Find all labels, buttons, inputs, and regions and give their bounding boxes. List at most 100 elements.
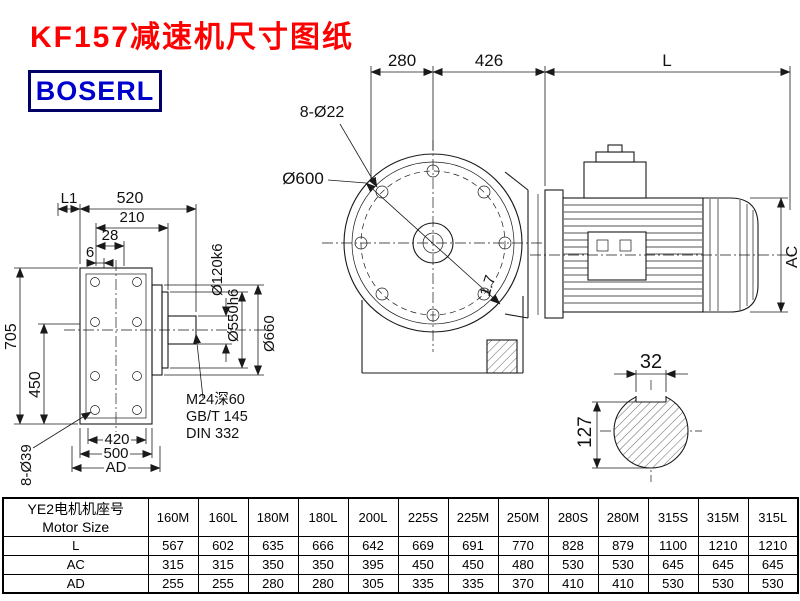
terminal-box (583, 161, 647, 199)
dim-520-label: 520 (117, 190, 144, 207)
output-shaft-section: 32 127 (575, 351, 702, 482)
dim-L-label: L (662, 51, 671, 70)
mounting-foot-section (486, 339, 518, 374)
column-header: 280M (597, 497, 649, 537)
table-cell: 530 (697, 573, 749, 594)
table-cell: 450 (397, 554, 449, 575)
table-cell: 335 (397, 573, 449, 594)
table-cell: 410 (547, 573, 599, 594)
header-en: Motor Size (42, 519, 110, 536)
front-view: Ø600 8-Ø22 1.7 (282, 104, 544, 374)
table-cell: 567 (147, 535, 199, 556)
dim-420-label: 420 (104, 431, 129, 448)
dim-426-label: 426 (475, 51, 503, 70)
table-cell: 280 (247, 573, 299, 594)
dim-L1-label: L1 (61, 190, 78, 207)
note-tap-label: M24深60 (186, 391, 245, 408)
table-cell: 305 (347, 573, 399, 594)
side-view: L1 520 210 28 6 Ø120k6 Ø550h6 (3, 190, 278, 486)
dim-6-label: 6 (86, 244, 94, 261)
dim-500-label: 500 (103, 445, 128, 462)
note-gb-label: GB/T 145 (186, 409, 248, 425)
table-cell: 645 (647, 554, 699, 575)
brand-logo: BOSERL (28, 70, 162, 112)
column-header: 200L (347, 497, 399, 537)
top-dimension-chain: 280 426 L (370, 51, 791, 210)
table-cell: 642 (347, 535, 399, 556)
table-cell: 1210 (697, 535, 749, 556)
table-cell: 770 (497, 535, 549, 556)
table-cell: 280 (297, 573, 349, 594)
table-cell: 645 (697, 554, 749, 575)
table-cell: 669 (397, 535, 449, 556)
table-cell: 530 (647, 573, 699, 594)
table-cell: 315 (197, 554, 249, 575)
table-cell: 635 (247, 535, 299, 556)
table-cell: 255 (197, 573, 249, 594)
dim-flange-dia-label: Ø600 (282, 169, 324, 188)
motor-nameplate-block (587, 231, 647, 281)
motor-side-view: AC (530, 144, 800, 319)
table-cell: 530 (597, 554, 649, 575)
table-cell: 335 (447, 573, 499, 594)
dim-key-width-label: 32 (640, 351, 662, 373)
column-header: 225M (447, 497, 499, 537)
table-cell: 350 (247, 554, 299, 575)
table-cell: 370 (497, 573, 549, 594)
dim-280-label: 280 (388, 51, 416, 70)
dim-127-label: 127 (575, 416, 596, 448)
column-header: 160L (197, 497, 249, 537)
brand-text: BOSERL (35, 75, 155, 106)
column-header: 180M (247, 497, 299, 537)
column-header: 315M (697, 497, 749, 537)
dim-bolt-flange-label: 8-Ø22 (300, 104, 345, 121)
output-flange-and-shaft (151, 284, 197, 376)
table-cell: 350 (297, 554, 349, 575)
dim-shaft-dia-label: Ø120k6 (209, 243, 226, 296)
column-header: 280S (547, 497, 599, 537)
page-title: KF157减速机尺寸图纸 (30, 21, 355, 54)
column-header: 250M (497, 497, 549, 537)
shaft-section-circle (613, 393, 689, 469)
table-cell: 410 (597, 573, 649, 594)
table-cell: 828 (547, 535, 599, 556)
dim-flange-od-label: Ø660 (261, 315, 278, 352)
table-cell: 255 (147, 573, 199, 594)
row-label: AD (2, 573, 149, 594)
column-header: 160M (147, 497, 199, 537)
table-cell: 1100 (647, 535, 699, 556)
row-label: L (2, 535, 149, 556)
column-header: 315L (747, 497, 799, 537)
motor-flange (544, 189, 564, 319)
column-header: 180L (297, 497, 349, 537)
technical-drawing: L1 520 210 28 6 Ø120k6 Ø550h6 (3, 51, 800, 486)
table-cell: 879 (597, 535, 649, 556)
table-cell: 666 (297, 535, 349, 556)
table-cell: 395 (347, 554, 399, 575)
note-ratio-label: 1.7 (477, 273, 500, 298)
table-cell: 602 (197, 535, 249, 556)
table-cell: 530 (747, 573, 799, 594)
dim-210-label: 210 (119, 209, 144, 226)
table-cell: 645 (747, 554, 799, 575)
table-cell: 480 (497, 554, 549, 575)
dim-spigot-dia-label: Ø550h6 (225, 289, 242, 342)
header-cn: YE2电机机座号 (27, 501, 124, 518)
dim-28-label: 28 (102, 227, 119, 244)
dim-450-label: 450 (27, 371, 44, 398)
dim-705-label: 705 (3, 323, 20, 350)
housing-bolt-holes (90, 277, 142, 415)
dim-AC-label: AC (784, 246, 800, 268)
table-cell: 530 (547, 554, 599, 575)
keyway (636, 390, 666, 402)
row-label: AC (2, 554, 149, 575)
table-cell: 1210 (747, 535, 799, 556)
note-din-label: DIN 332 (186, 426, 239, 442)
table-cell: 450 (447, 554, 499, 575)
